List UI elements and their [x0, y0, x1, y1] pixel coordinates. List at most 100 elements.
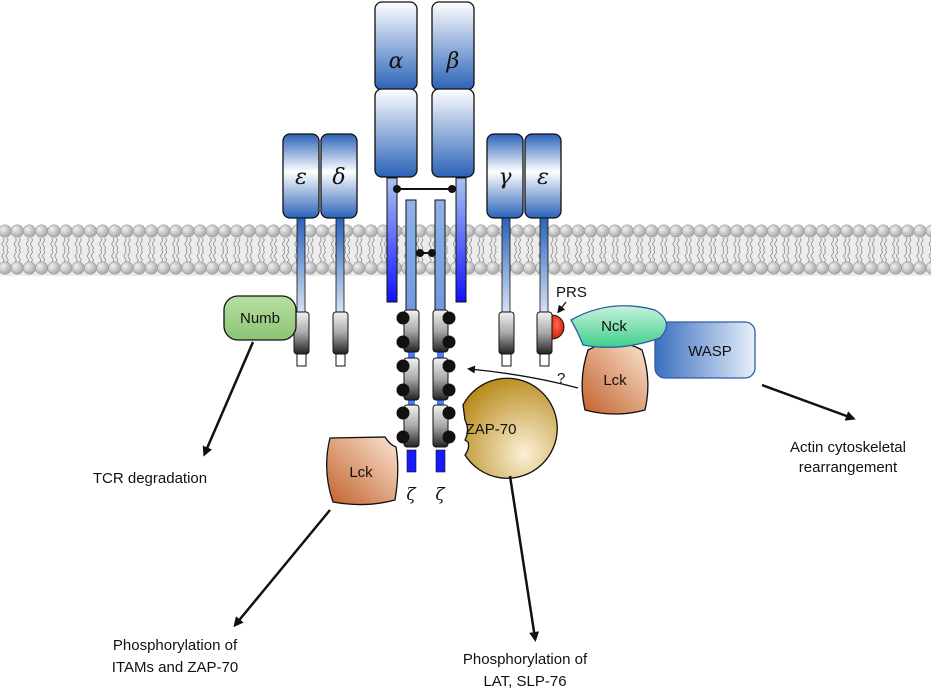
lipid-tail [591, 237, 594, 263]
cd3-delta: δ [320, 133, 358, 367]
nck-label: Nck [601, 318, 627, 335]
lipid-tail [274, 237, 277, 263]
prs-motif: PRS [551, 284, 587, 340]
phosphotyrosine-dot [442, 406, 456, 420]
zeta-left-link [408, 397, 415, 407]
epsilon-right-label: ε [537, 165, 549, 190]
cd3-tail [501, 353, 512, 367]
lipid-head [144, 261, 158, 275]
lipid-head [742, 224, 756, 238]
lipid-head [828, 261, 842, 275]
lipid-tail [514, 237, 517, 263]
zeta-left-tail [406, 449, 417, 473]
cd3-tail [335, 353, 346, 367]
lipid-tail [13, 237, 17, 263]
lipid-head [364, 261, 378, 275]
lipid-tail [367, 237, 371, 263]
lipid-tail [489, 237, 493, 263]
lipid-tail [603, 237, 607, 263]
prs-label: PRS [556, 284, 587, 301]
lipid-head [889, 261, 903, 275]
lipid-tail [745, 237, 749, 263]
itam [536, 311, 553, 355]
lipid-head [864, 261, 878, 275]
cd3-tail [539, 353, 550, 367]
zap70-shape [462, 377, 558, 479]
lipid-tail [867, 237, 871, 263]
question-mark: ? [557, 370, 565, 387]
lipid-head [132, 224, 146, 238]
lipid-head [669, 261, 683, 275]
lipid-tail [322, 237, 326, 263]
lipid-tail [798, 237, 802, 263]
lipid-tail [713, 237, 716, 263]
lipid-tail [172, 237, 176, 263]
numb-outcome-arrow [202, 341, 255, 457]
lipid-head [547, 224, 561, 238]
lipid-tail [554, 237, 558, 263]
lipid-head [632, 224, 646, 238]
lipid-tail [196, 237, 200, 263]
zeta-right-label: ζ [435, 485, 446, 505]
lipid-tail [843, 237, 847, 263]
lipid-tail [164, 237, 167, 263]
lipid-head [779, 261, 793, 275]
lipid-tail [42, 237, 45, 263]
lipid-head [632, 261, 646, 275]
lipid-head [303, 224, 317, 238]
lipid-head [83, 261, 97, 275]
lipid-tail [526, 237, 529, 263]
lipid-head [620, 224, 634, 238]
lipid-tail [819, 237, 822, 263]
lipid-tail [152, 237, 155, 263]
lipid-head [96, 261, 110, 275]
lipid-tail [701, 237, 704, 263]
lipid-head [706, 261, 720, 275]
lipid-tail [794, 237, 798, 263]
alpha-constant-domain [374, 88, 418, 178]
lipid-tail [347, 237, 350, 263]
lipid-head [706, 224, 720, 238]
lipid-tail [762, 237, 765, 263]
lipid-head [889, 224, 903, 238]
lipid-tail [709, 237, 712, 263]
phosphotyrosine-dot [396, 383, 410, 397]
lipid-tail [587, 237, 590, 263]
lipid-head [681, 224, 695, 238]
lipid-head [657, 261, 671, 275]
lipid-tail [91, 237, 94, 263]
lipid-tail [575, 237, 578, 263]
lipid-tail [908, 237, 912, 263]
lipid-head [279, 261, 293, 275]
lipid-tail [518, 237, 521, 263]
lipid-tail [916, 237, 920, 263]
lipid-tail [74, 237, 78, 263]
lipid-head [864, 224, 878, 238]
lipid-head [254, 224, 268, 238]
tcr-alpha-chain: α [374, 1, 418, 303]
lipid-tail [758, 237, 761, 263]
lipid-head [791, 224, 805, 238]
lipid-tail [660, 237, 664, 263]
lipid-head [144, 224, 158, 238]
lipid-head [169, 224, 183, 238]
wasp-shape [654, 321, 756, 379]
cd3-epsilon-right-stem [539, 217, 549, 313]
lipid-head [132, 261, 146, 275]
lipid-tail [652, 237, 655, 263]
lipid-head [486, 261, 500, 275]
lipid-tail [331, 237, 334, 263]
lipid-tail [62, 237, 66, 263]
cd3-delta-stem [335, 217, 345, 313]
phosphotyrosine-dot [396, 359, 410, 373]
lipid-tail [261, 237, 265, 263]
lipid-head [523, 261, 537, 275]
lipid-head [547, 261, 561, 275]
lipid-tail [111, 237, 115, 263]
lipid-head [303, 261, 317, 275]
lipid-head [96, 224, 110, 238]
lipid-head [852, 224, 866, 238]
lipid-tail [623, 237, 627, 263]
lipid-tail [684, 237, 688, 263]
lat-outcome-line2: LAT, SLP-76 [483, 673, 566, 690]
